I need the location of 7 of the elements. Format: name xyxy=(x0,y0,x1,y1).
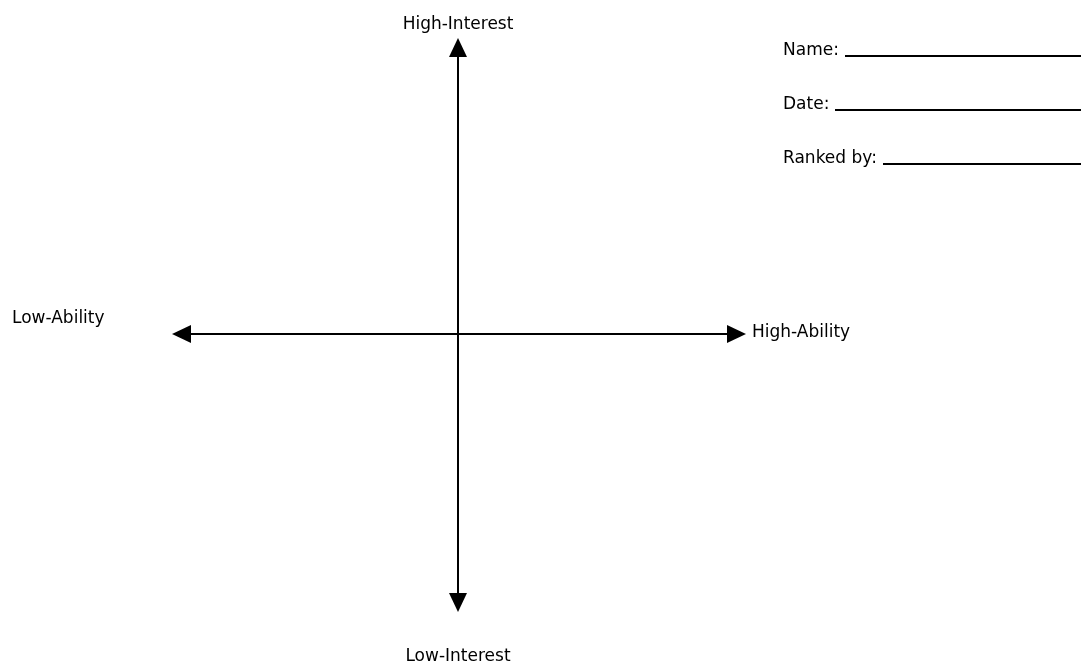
field-label: Name: xyxy=(783,38,839,60)
axis-label: Low-Interest xyxy=(405,644,511,666)
field-label: Ranked by: xyxy=(783,146,877,168)
axis-label: High-Interest xyxy=(402,12,514,34)
axis-label: High-Ability xyxy=(752,320,851,342)
field-label: Date: xyxy=(783,92,830,114)
axis-label: Low-Ability xyxy=(12,306,105,328)
